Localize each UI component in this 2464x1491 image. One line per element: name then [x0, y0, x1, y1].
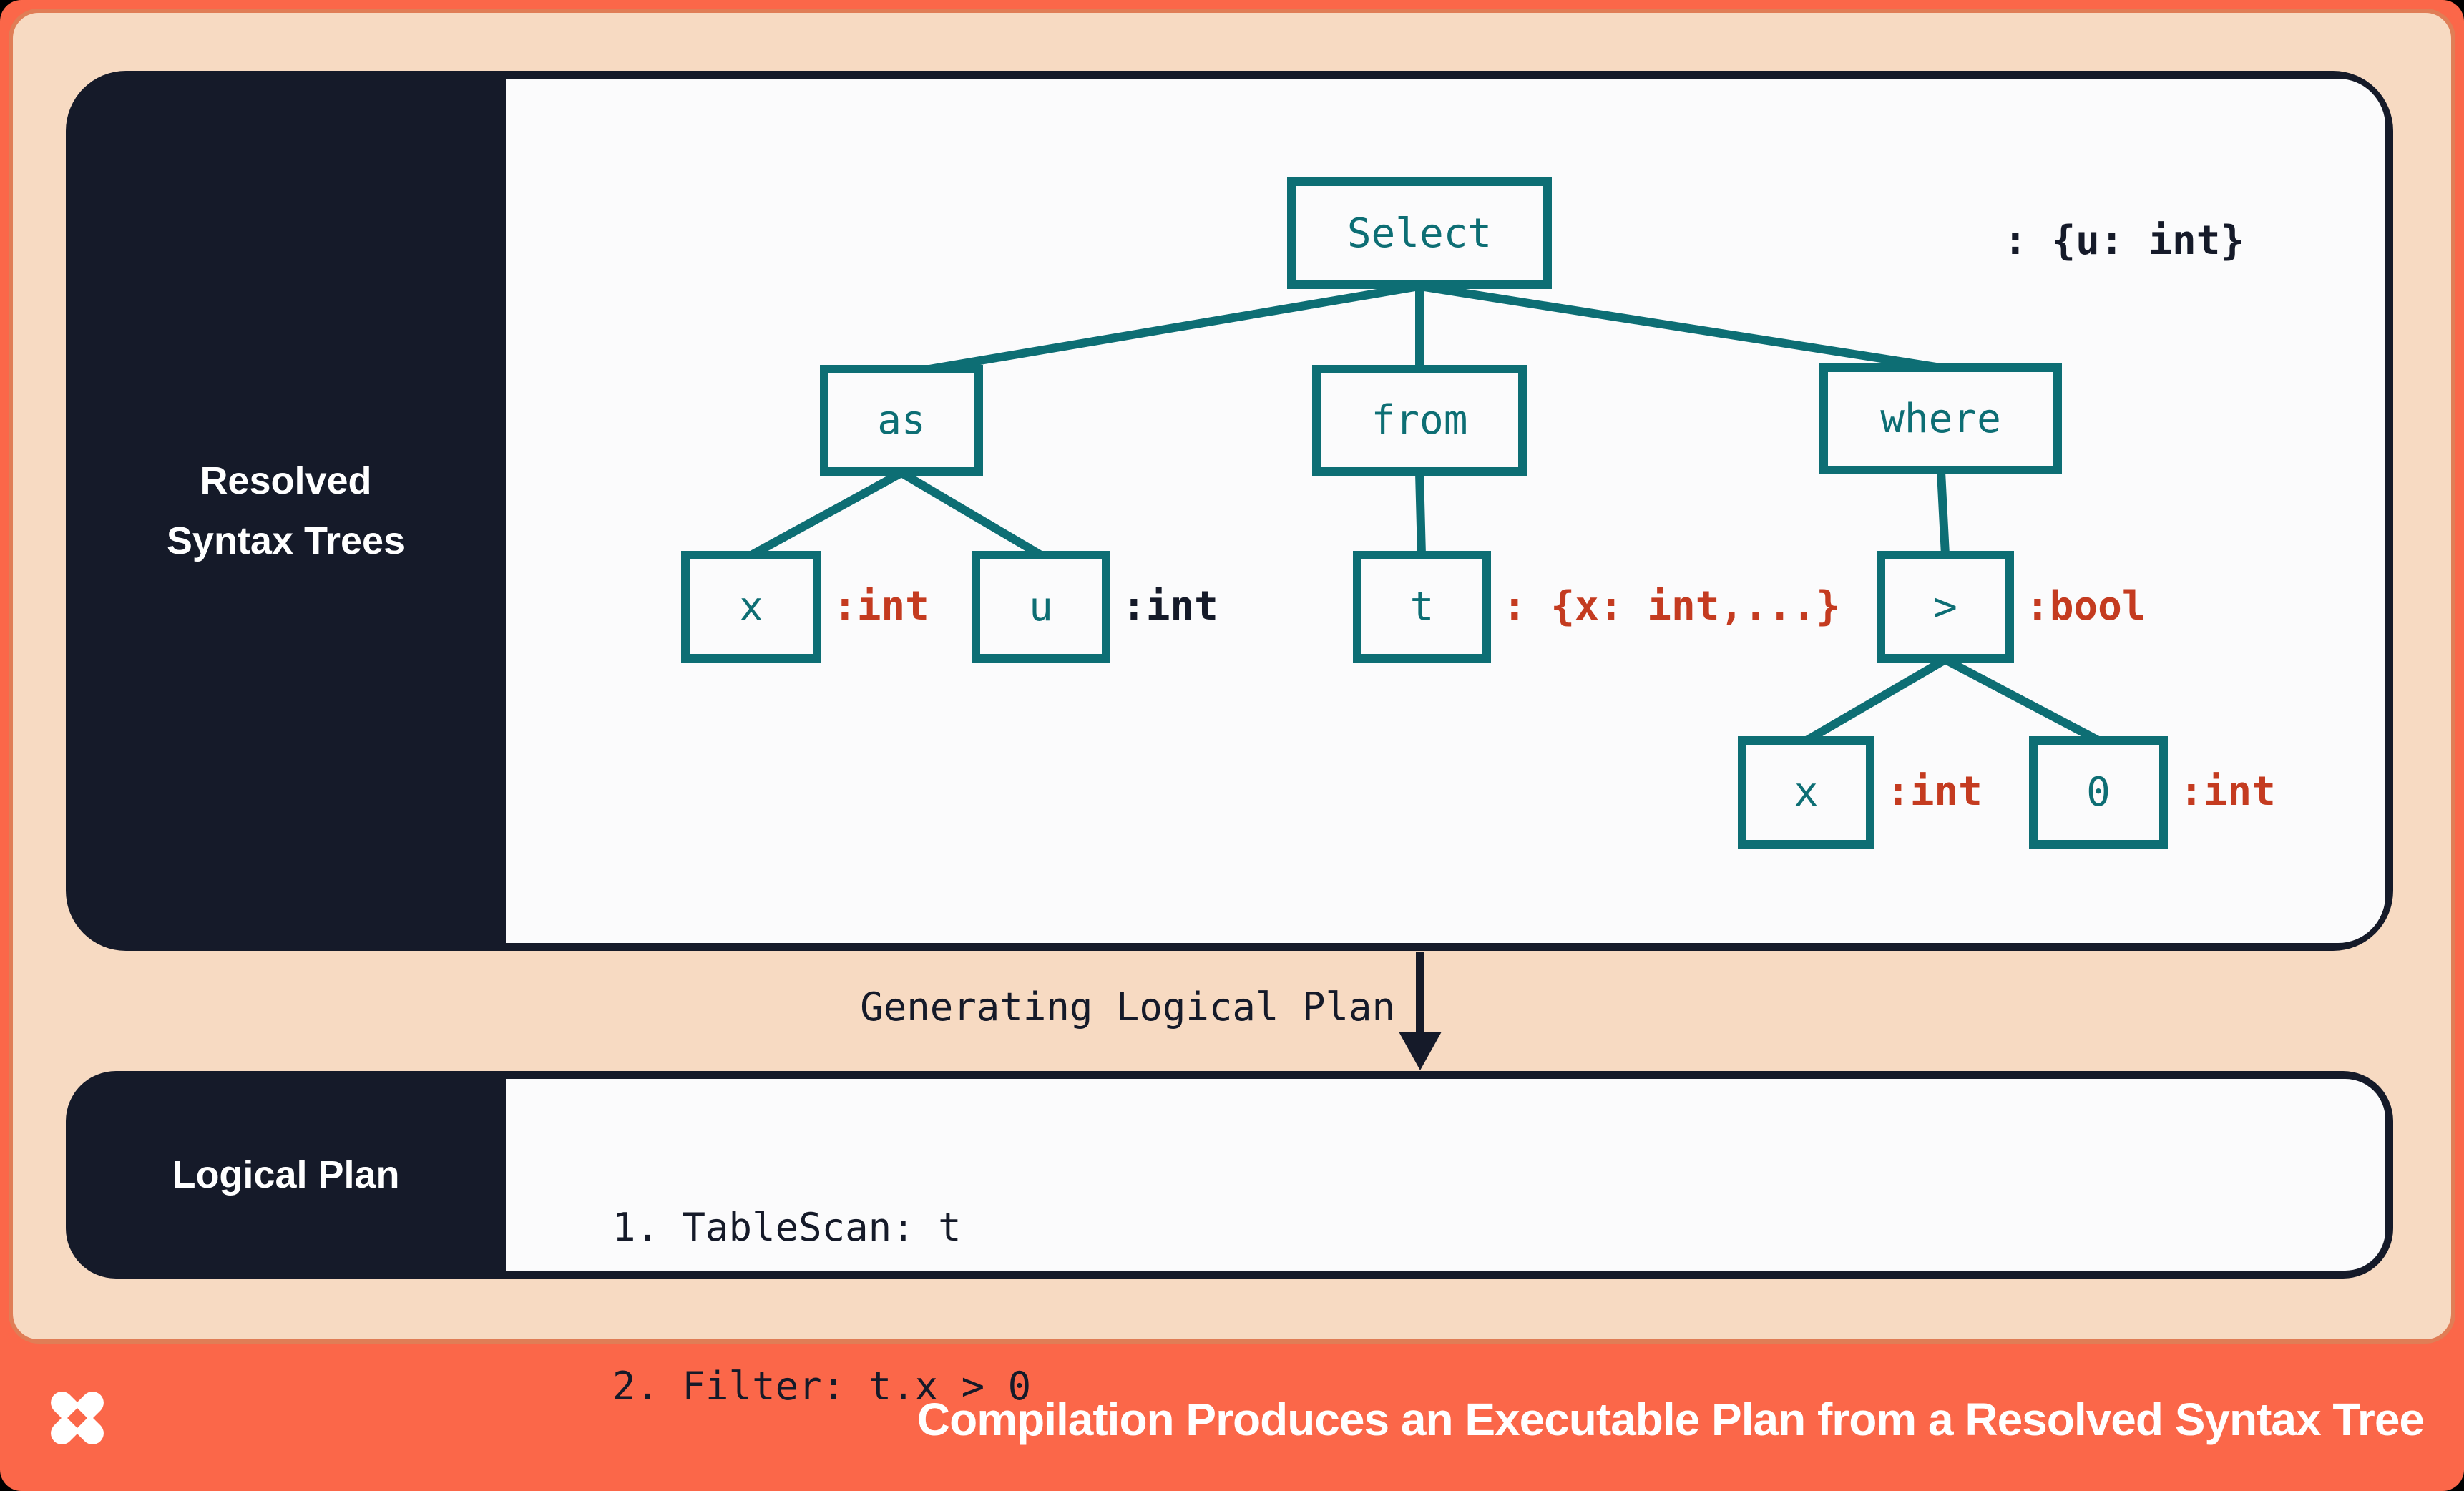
node-where-label: where [1880, 396, 2001, 442]
node-zero-annotation: :int [2179, 768, 2276, 815]
tree-edges [749, 282, 2101, 745]
footer-title: Compilation Produces an Executable Plan … [916, 1394, 2425, 1445]
node-x-annotation: :int [833, 583, 929, 630]
node-x2-label: x [1794, 769, 1819, 816]
node-as: as [820, 365, 983, 476]
dolt-logo-icon [51, 1392, 104, 1444]
transition-arrow-head-icon [1399, 1032, 1442, 1070]
resolved-syntax-trees-panel: Resolved Syntax Trees [66, 71, 2393, 951]
node-x-as-child: x [681, 551, 821, 663]
transition-arrow-line [1416, 952, 1424, 1037]
node-u-annotation: :int [1122, 583, 1218, 630]
logical-plan-content: 1. TableScan: t 2. Filter: t.x > 0 3. Pr… [506, 1079, 2385, 1409]
node-greater-than-annotation: :bool [2025, 583, 2146, 630]
node-zero: 0 [2029, 736, 2168, 849]
node-zero-label: 0 [2086, 769, 2111, 816]
node-as-label: as [877, 397, 926, 444]
node-select-label: Select [1346, 210, 1492, 257]
node-u: u [972, 551, 1110, 663]
node-from: from [1312, 365, 1527, 476]
logical-plan-steps: 1. TableScan: t 2. Filter: t.x > 0 3. Pr… [612, 1095, 1148, 1491]
node-x-gt-child: x [1738, 736, 1874, 849]
sidebar-title-line1: Resolved [200, 459, 372, 502]
plan-step: 2. Filter: t.x > 0 [612, 1364, 1032, 1409]
plan-step: 1. TableScan: t [612, 1205, 962, 1250]
transition-label: Generating Logical Plan [860, 984, 1395, 1030]
logical-plan-title: Logical Plan [66, 1071, 506, 1279]
logical-plan-title-text: Logical Plan [172, 1153, 400, 1196]
node-greater-than: > [1877, 551, 2014, 663]
node-u-label: u [1029, 583, 1053, 630]
node-x2-annotation: :int [1886, 768, 1983, 815]
node-x-label: x [739, 583, 763, 630]
node-select-annotation: : {u: int} [2003, 217, 2245, 264]
node-where: where [1819, 363, 2062, 474]
syntax-tree-canvas: Select : {u: int} as from where x :int u… [506, 79, 2385, 943]
resolved-syntax-trees-title: Resolved Syntax Trees [66, 71, 506, 951]
node-t-annotation: : {x: int,...} [1502, 583, 1841, 630]
logical-plan-panel: Logical Plan 1. TableScan: t 2. Filter: … [66, 1071, 2393, 1409]
node-t: t [1353, 551, 1491, 663]
node-greater-than-label: > [1933, 583, 1957, 630]
node-t-label: t [1409, 583, 1434, 630]
node-select: Select [1287, 177, 1552, 289]
sidebar-title-line2: Syntax Trees [166, 519, 406, 562]
node-from-label: from [1371, 397, 1468, 444]
